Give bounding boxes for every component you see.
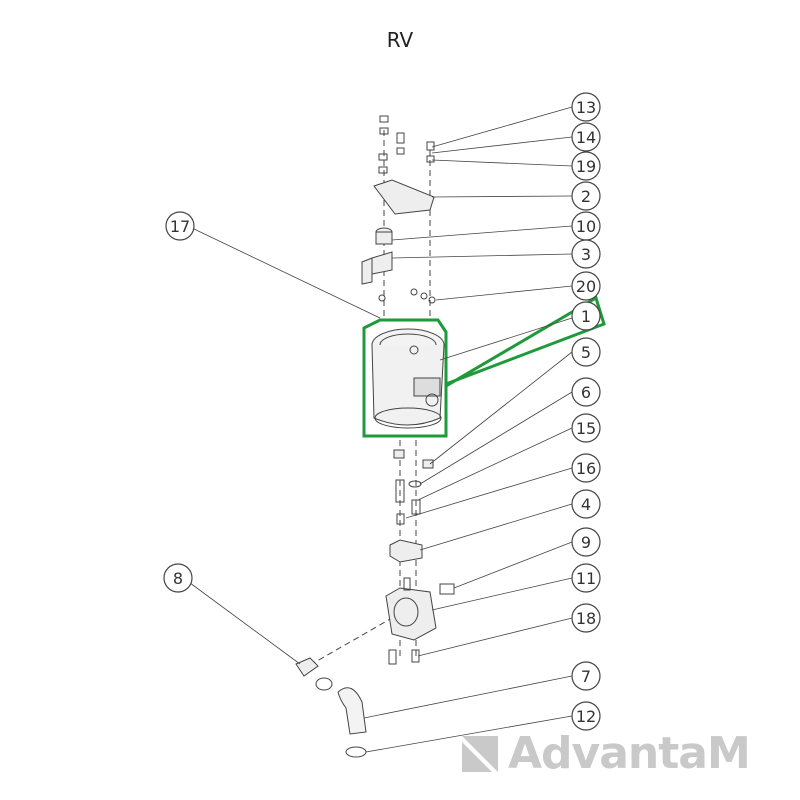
pump-part-11 (385, 577, 455, 641)
svg-text:17: 17 (170, 217, 190, 236)
svg-text:3: 3 (581, 245, 591, 264)
callout-2: 2 (571, 181, 601, 211)
svg-text:5: 5 (581, 343, 591, 362)
callout-19: 19 (571, 151, 601, 181)
flange-part-4 (389, 539, 423, 563)
svg-text:20: 20 (576, 277, 596, 296)
svg-text:16: 16 (576, 459, 596, 478)
hose-part-7 (337, 687, 367, 735)
callout-16: 16 (571, 453, 601, 483)
callout-3: 3 (571, 239, 601, 269)
fitting-part-8 (295, 657, 319, 677)
logo-mark-icon (462, 736, 498, 772)
spacer-part-10 (375, 231, 393, 245)
svg-text:11: 11 (576, 569, 596, 588)
callout-14: 14 (571, 122, 601, 152)
clamp-part-12 (345, 746, 367, 758)
svg-text:7: 7 (581, 667, 591, 686)
callout-6: 6 (571, 377, 601, 407)
l-bracket-part-3 (361, 251, 393, 285)
callout-1: 1 (571, 301, 601, 331)
callout-10: 10 (571, 211, 601, 241)
callout-17: 17 (165, 211, 195, 241)
callout-5: 5 (571, 337, 601, 367)
diagram-title: RV (386, 28, 414, 52)
highlight-motor-outline (362, 295, 606, 438)
callout-13: 13 (571, 92, 601, 122)
motor-part-1 (371, 328, 445, 429)
callout-18: 18 (571, 603, 601, 633)
leader-lines (185, 106, 573, 753)
callout-9: 9 (571, 527, 601, 557)
axis-line-pump (309, 617, 393, 666)
svg-text:9: 9 (581, 533, 591, 552)
svg-text:19: 19 (576, 157, 596, 176)
callout-8: 8 (163, 563, 193, 593)
svg-text:4: 4 (581, 495, 591, 514)
top-bolts (378, 115, 435, 174)
svg-text:12: 12 (576, 707, 596, 726)
svg-text:15: 15 (576, 419, 596, 438)
svg-text:6: 6 (581, 383, 591, 402)
callout-20: 20 (571, 271, 601, 301)
svg-text:13: 13 (576, 98, 596, 117)
svg-text:8: 8 (173, 569, 183, 588)
callout-12: 12 (571, 701, 601, 731)
callout-7: 7 (571, 661, 601, 691)
svg-text:10: 10 (576, 217, 596, 236)
bracket-part-2 (373, 179, 435, 215)
advantam-logo: AdvantaM (508, 728, 751, 779)
callout-15: 15 (571, 413, 601, 443)
svg-text:1: 1 (581, 307, 591, 326)
svg-text:2: 2 (581, 187, 591, 206)
callout-4: 4 (571, 489, 601, 519)
svg-text:14: 14 (576, 128, 596, 147)
callout-11: 11 (571, 563, 601, 593)
svg-text:18: 18 (576, 609, 596, 628)
